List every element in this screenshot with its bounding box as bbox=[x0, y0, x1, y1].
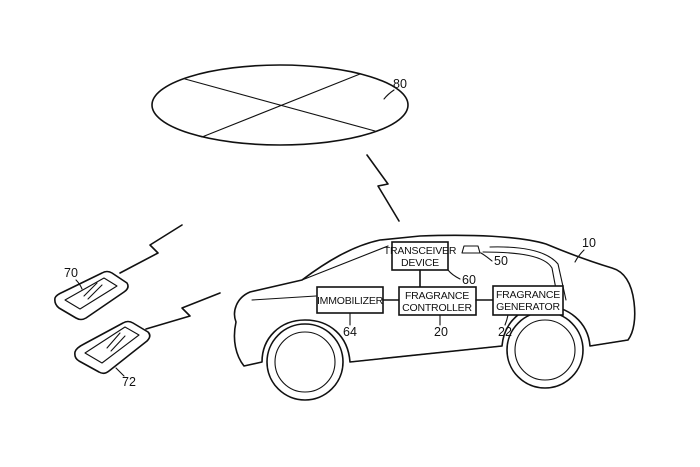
smartphone-top-icon bbox=[54, 270, 129, 321]
signal-bolt-phone-top bbox=[119, 224, 183, 274]
leader-sensor bbox=[480, 252, 493, 262]
leader-transceiver bbox=[447, 269, 461, 280]
leader-fragrance-generator bbox=[504, 314, 509, 326]
label-vehicle: 10 bbox=[582, 236, 596, 250]
svg-text:DEVICE: DEVICE bbox=[401, 257, 439, 269]
front-wheel bbox=[266, 323, 344, 401]
transceiver-device-block: TRANSCEIVER DEVICE bbox=[384, 241, 457, 271]
leader-phone-top bbox=[75, 279, 83, 290]
svg-text:CONTROLLER: CONTROLLER bbox=[402, 302, 472, 314]
fragrance-controller-block: FRAGRANCE CONTROLLER bbox=[398, 286, 477, 316]
leader-vehicle bbox=[574, 249, 585, 263]
vehicle-outline bbox=[233, 234, 636, 367]
label-fragrance-controller: 20 bbox=[434, 325, 448, 339]
label-fragrance-generator: 22 bbox=[498, 325, 512, 339]
svg-text:FRAGRANCE: FRAGRANCE bbox=[405, 290, 469, 302]
leader-phone-bottom bbox=[115, 367, 125, 377]
server-ellipse bbox=[151, 64, 409, 146]
smartphone-bottom-icon bbox=[74, 320, 151, 375]
label-phone-bottom: 72 bbox=[122, 375, 136, 389]
immobilizer-block: IMMOBILIZER bbox=[316, 286, 384, 314]
svg-text:GENERATOR: GENERATOR bbox=[496, 301, 560, 313]
svg-text:IMMOBILIZER: IMMOBILIZER bbox=[317, 295, 384, 307]
rear-wheel bbox=[506, 311, 584, 389]
signal-bolt-phone-bottom bbox=[145, 292, 221, 330]
leader-server bbox=[383, 89, 395, 100]
label-immobilizer: 64 bbox=[343, 325, 357, 339]
label-sensor: 50 bbox=[494, 254, 508, 268]
label-transceiver: 60 bbox=[462, 273, 476, 287]
svg-text:TRANSCEIVER: TRANSCEIVER bbox=[384, 245, 457, 257]
sensor-icon bbox=[461, 245, 481, 254]
label-server: 80 bbox=[393, 77, 407, 91]
signal-bolt-server bbox=[366, 154, 400, 222]
svg-text:FRAGRANCE: FRAGRANCE bbox=[496, 289, 560, 301]
label-phone-top: 70 bbox=[64, 266, 78, 280]
fragrance-generator-block: FRAGRANCE GENERATOR bbox=[492, 285, 564, 316]
